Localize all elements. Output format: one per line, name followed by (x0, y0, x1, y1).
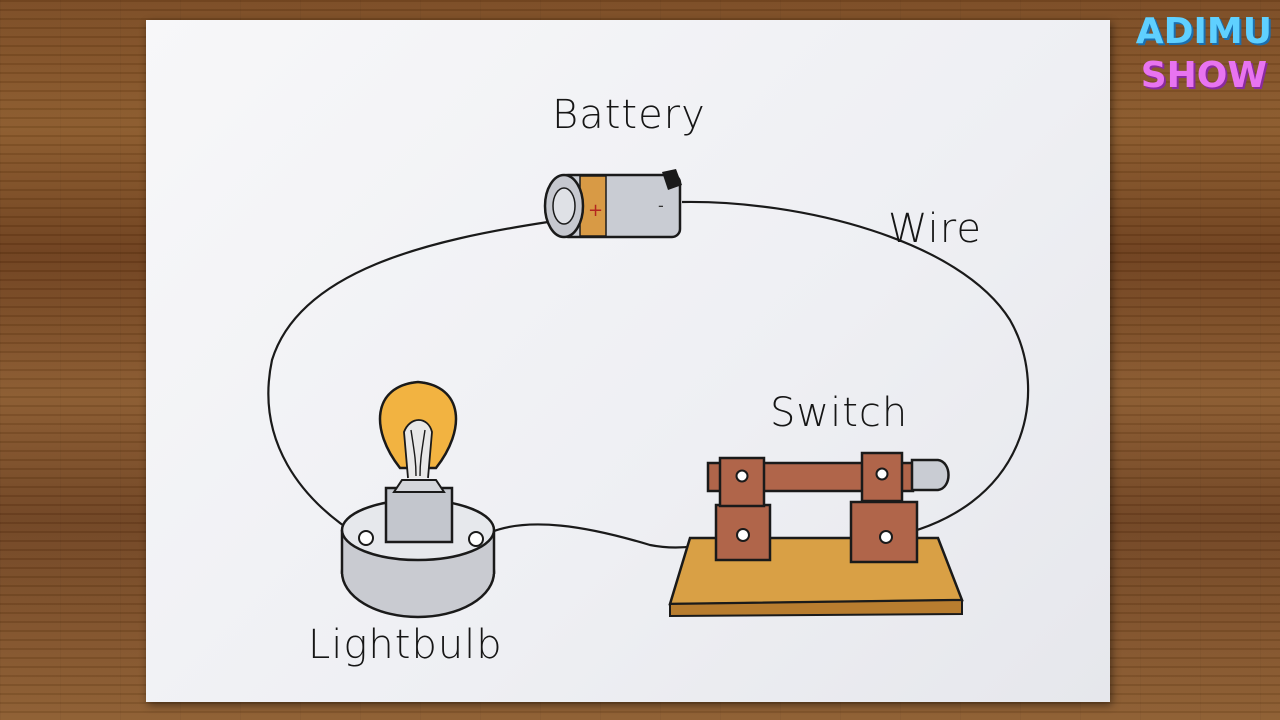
wire-label: Wire (888, 206, 982, 252)
wire-battery-to-bulb (267, 220, 549, 539)
battery-negative-sign: - (658, 196, 664, 215)
channel-logo: ADIMU SHOW (1136, 10, 1272, 98)
logo-line-1: ADIMU (1135, 11, 1272, 52)
logo-line-2: SHOW (1140, 55, 1268, 96)
battery-icon: + - (543, 169, 682, 239)
lightbulb-icon (340, 380, 496, 619)
battery-positive-sign: + (588, 200, 603, 221)
lightbulb-label: Lightbulb (308, 622, 503, 668)
wire-battery-to-switch (681, 200, 1030, 540)
battery-label: Battery (552, 92, 706, 138)
switch-icon (668, 451, 964, 618)
switch-label: Switch (770, 390, 909, 436)
